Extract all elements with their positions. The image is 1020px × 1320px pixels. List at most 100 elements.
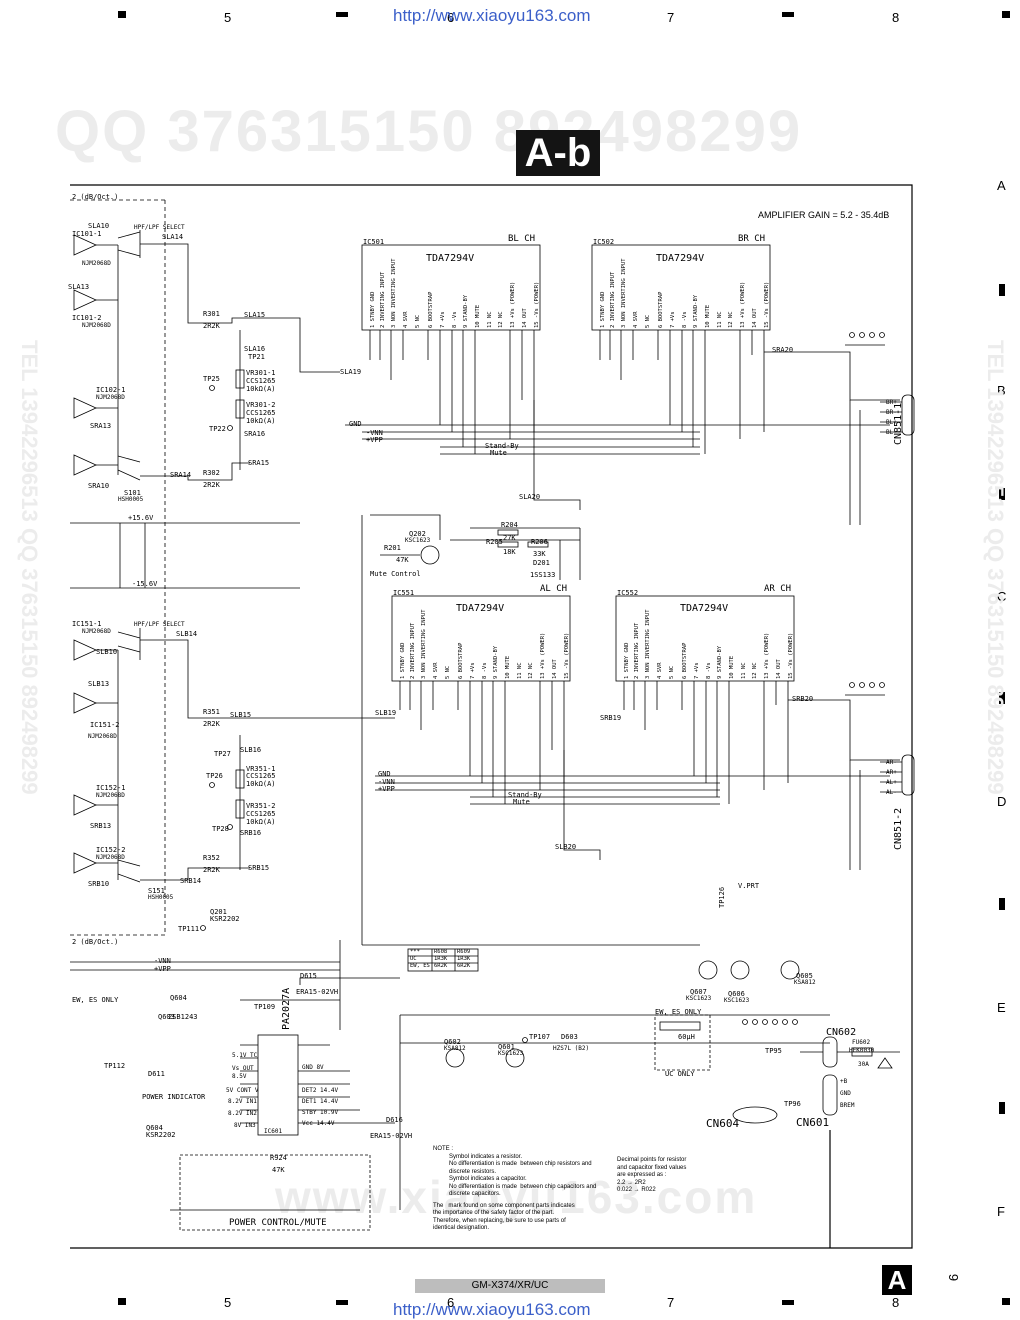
source-url-top[interactable]: http://www.xiaoyu163.com bbox=[393, 6, 591, 25]
opamp-ic101-2 bbox=[73, 289, 97, 311]
transistor-label: Q604 bbox=[146, 1124, 163, 1132]
fu602-fuse bbox=[851, 1047, 873, 1057]
diode-label: D201 bbox=[533, 559, 550, 567]
test-point-label: TP107 bbox=[529, 1033, 551, 1041]
signal-label: SLA14 bbox=[162, 233, 184, 241]
opamp-ic152-2 bbox=[73, 852, 97, 874]
test-point-label: TP112 bbox=[104, 1062, 126, 1070]
resistor-value: 2R2K bbox=[203, 322, 220, 330]
ic-pin-label: 8.2V IN1 bbox=[228, 1098, 257, 1105]
filter-slope-label: 2 (dB/Oct.) bbox=[72, 193, 119, 201]
bus-label: -VNN bbox=[154, 957, 171, 965]
vr351-2 bbox=[235, 799, 245, 819]
ic601-pins bbox=[240, 1044, 395, 1124]
wire-sla14 bbox=[140, 243, 340, 373]
test-point-label: TP25 bbox=[203, 375, 220, 383]
ic551-box bbox=[391, 595, 571, 682]
ic-pin-name: 3 NON INVERTING INPUT bbox=[645, 609, 651, 679]
bus-label: GND bbox=[349, 420, 362, 428]
pot-label: VR351-2 bbox=[246, 802, 276, 810]
ic-pin-name: 2 INVERTING INPUT bbox=[634, 622, 640, 679]
ic-pin-name: 14 OUT bbox=[522, 308, 528, 328]
signal-label: SRB19 bbox=[600, 714, 622, 722]
inductor-value: 60µH bbox=[678, 1033, 695, 1041]
ic-pin-name: 1 STNBY GND bbox=[624, 642, 630, 679]
note-block: NOTE : Symbol indicates a resistor. No d… bbox=[433, 1146, 596, 1233]
terminal-label: BR- bbox=[886, 409, 897, 416]
bus-label: GND bbox=[378, 770, 391, 778]
transistor-part-label: KSA812 bbox=[794, 979, 816, 986]
ic-channel-label: AR CH bbox=[764, 584, 792, 594]
signal-label: SRA16 bbox=[244, 430, 266, 438]
resistor-value: 47K bbox=[272, 1166, 285, 1174]
transistor-label: Q607 bbox=[690, 988, 707, 996]
signal-label: SRB15 bbox=[248, 864, 270, 872]
row-letter: C bbox=[997, 589, 1007, 604]
ic552-pins bbox=[623, 681, 789, 804]
diode-part-label: ERA15-02VH bbox=[296, 988, 339, 996]
row-letter: E bbox=[997, 1000, 1006, 1015]
signal-label: SRA10 bbox=[88, 482, 110, 490]
ic-pin-name: 10 MUTE bbox=[705, 304, 711, 328]
terminal-label: AL- bbox=[886, 789, 897, 796]
ic-pin-name: 8 -Vs bbox=[452, 311, 458, 328]
ic-ref-label: IC502 bbox=[593, 238, 615, 246]
fuse-part-label: HEK0030 bbox=[849, 1047, 875, 1054]
ic-pin-label: STBY 10.9V bbox=[302, 1109, 339, 1116]
source-url-bottom[interactable]: http://www.xiaoyu163.com bbox=[393, 1300, 591, 1319]
ic-pin-label: Vs OUT bbox=[232, 1065, 254, 1072]
r205-resistor bbox=[497, 541, 519, 548]
mute-control-label: Mute Control bbox=[370, 570, 421, 578]
ic-pin-name: 4 SVR bbox=[433, 662, 439, 679]
transistor-part-label: KSR2202 bbox=[210, 915, 240, 923]
uc-only-frame bbox=[654, 1014, 711, 1071]
signal-label: SRB14 bbox=[180, 877, 202, 885]
ic-pin-name: 6 BOOTSTRAP bbox=[458, 642, 464, 679]
section-letter: A bbox=[882, 1265, 912, 1295]
resistor-value: 2R2K bbox=[203, 866, 220, 874]
terminal-label: BR+ bbox=[886, 399, 897, 406]
switch-s151-upper bbox=[117, 628, 141, 660]
signal-label: SLB13 bbox=[88, 680, 110, 688]
ic-pin-label: DET1 14.4V bbox=[302, 1098, 339, 1105]
resistor-table-cell: EW, ES bbox=[410, 963, 430, 969]
transistor-part-label: 2SB1243 bbox=[168, 1013, 198, 1021]
resistor-table-cell: 1R3K bbox=[434, 956, 448, 962]
registration-mark bbox=[1002, 11, 1010, 18]
ic-pin-name: 12 NC bbox=[728, 311, 734, 328]
wire-srb20 bbox=[788, 699, 900, 761]
row-letter: A bbox=[997, 178, 1006, 193]
resistor-value: 27K bbox=[503, 534, 516, 542]
resistor-table-cell: UC bbox=[410, 956, 417, 962]
ic-pin-name: 6 BOOTSTRAP bbox=[658, 291, 664, 328]
l601-inductor bbox=[659, 1021, 701, 1031]
q605-transistor bbox=[780, 960, 800, 980]
wire-sla20 bbox=[533, 400, 581, 510]
terminal-label: BL+ bbox=[886, 419, 897, 426]
signal-label: SLB15 bbox=[230, 711, 252, 719]
fuse-label: FU602 bbox=[852, 1039, 871, 1046]
registration-mark bbox=[782, 12, 794, 17]
ic-pin-label: 5.1V TC bbox=[232, 1052, 258, 1059]
ic-pin-name: 13 +Vs (POWER) bbox=[740, 281, 746, 328]
ic-pin-label: 8.5V bbox=[232, 1073, 247, 1080]
transistor-part-label: KSC1623 bbox=[498, 1050, 524, 1057]
q606-transistor bbox=[698, 960, 718, 980]
ic-part-label: TDA7294V bbox=[680, 603, 729, 614]
signal-label: SRA20 bbox=[772, 346, 794, 354]
transistor-part-label: KSC1623 bbox=[724, 997, 750, 1004]
ic-pin-name: 14 OUT bbox=[752, 308, 758, 328]
note-line: Symbol indicates a resistor. bbox=[449, 1153, 523, 1160]
resistor-table-header: R609 bbox=[457, 949, 471, 955]
note-line: Symbol indicates a capacitor. bbox=[449, 1176, 527, 1182]
opamp-ic152-1 bbox=[73, 794, 97, 816]
ic-pin-name: 13 +Vs (POWER) bbox=[540, 632, 546, 679]
transistor-part-label: KSC1623 bbox=[405, 537, 431, 544]
terminal-label: AL+ bbox=[886, 779, 897, 786]
ic-pin-name: 4 SVR bbox=[403, 311, 409, 328]
ic-part-label: TDA7294V bbox=[456, 603, 505, 614]
note-title: NOTE : bbox=[433, 1146, 454, 1152]
wire-sra20 bbox=[764, 351, 900, 401]
ic-pin-name: 8 -Vs bbox=[706, 662, 712, 679]
ic-channel-label: AL CH bbox=[540, 584, 568, 594]
